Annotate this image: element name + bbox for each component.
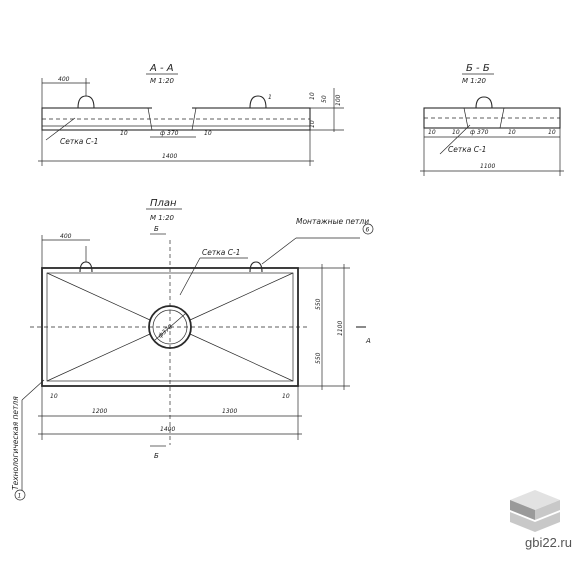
section-aa-mesh-label: Сетка С-1 (60, 137, 98, 146)
section-bb-dim-hole: ф 370 (470, 129, 489, 136)
section-aa-hole-edge-right (191, 107, 197, 131)
plan-hole-inner (152, 309, 188, 345)
section-aa-dim-10-a: 10 (120, 130, 128, 137)
section-aa-mark-1: 1 (268, 94, 272, 101)
plan-dim-1200: 1200 (92, 408, 107, 415)
watermark-site-url: gbi22.ru (525, 535, 572, 550)
section-aa-hole-edge-left (147, 107, 153, 131)
section-bb: Б - Б М 1:20 10 10 ф 370 10 10 Сетка С-1… (420, 63, 564, 176)
logo-layer-bottom (510, 512, 560, 532)
plan-loops-label: Монтажные петли (296, 217, 369, 226)
section-aa-mesh-leader (45, 117, 76, 141)
side-note-callout-circle (14, 489, 26, 501)
plan-diagonal-2 (46, 333, 151, 382)
section-bb-dim-10-b: 10 (452, 129, 460, 136)
section-aa-dim-100: 100 (335, 94, 342, 106)
plan-dim-1400: 1400 (160, 426, 175, 433)
plan-dim-10-right: 10 (282, 393, 290, 400)
plan-cut-a: А (365, 337, 371, 345)
section-bb-dim-10-c: 10 (508, 129, 516, 136)
plan-loops-leader (261, 237, 297, 265)
plan-dim-1300: 1300 (222, 408, 237, 415)
plan-loops-callout-circle (362, 223, 374, 235)
section-aa-dim-1400: 1400 (162, 153, 177, 160)
section-bb-mesh-leader (439, 124, 471, 155)
plan-dim-550-top: 550 (315, 298, 322, 310)
section-aa-dim-10-c: 10 (309, 92, 316, 100)
plan-cut-b-top: Б (154, 225, 159, 233)
plan-dim-1100: 1100 (337, 321, 344, 336)
side-note-leader (21, 379, 45, 401)
section-bb-title: Б - Б (466, 63, 490, 74)
section-bb-dim-1100: 1100 (480, 163, 495, 170)
plan-dim-550-bottom: 550 (315, 352, 322, 364)
section-bb-dim-10-a: 10 (428, 129, 436, 136)
section-bb-lifting-loop (475, 96, 493, 109)
section-aa: А - А М 1:20 1 400 ф 370 10 10 Сетка С-1… (38, 63, 344, 166)
section-aa-hole-gap (152, 106, 192, 110)
plan-mesh-label: Сетка С-1 (202, 248, 240, 257)
plan-lifting-loop-right (249, 261, 263, 273)
plan-diagonal-1 (46, 272, 151, 321)
section-aa-title: А - А (149, 63, 174, 74)
section-aa-dim-10-b: 10 (204, 130, 212, 137)
plan-view: План М 1:20 Б ф370 400 Сетка С-1 (30, 198, 374, 460)
side-note-text: Технологическая петля (11, 396, 20, 490)
plan-diagonal-3 (189, 272, 294, 321)
plan-title: План (150, 198, 177, 209)
section-bb-hole-edge-right (499, 107, 505, 129)
section-bb-scale: М 1:20 (462, 77, 487, 85)
section-aa-lifting-loop-left (77, 95, 95, 109)
plan-scale: М 1:20 (150, 214, 175, 222)
plan-cut-b-bottom: Б (154, 452, 159, 460)
section-aa-scale: М 1:20 (150, 77, 175, 85)
plan-hole-outer (148, 305, 192, 349)
section-bb-mesh-label: Сетка С-1 (448, 145, 486, 154)
plan-lifting-loop-left (79, 261, 93, 273)
section-aa-dim-10-d: 10 (309, 120, 316, 128)
section-bb-dim-10-d: 10 (548, 129, 556, 136)
logo-layer-left (510, 500, 535, 520)
watermark-logo (510, 490, 560, 532)
section-aa-dim-400: 400 (58, 76, 70, 83)
plan-hole-diameter (154, 313, 186, 341)
plan-mesh-leader (179, 257, 201, 296)
section-aa-dim-50: 50 (321, 95, 328, 103)
side-note-callout: 1 (18, 493, 22, 500)
side-note: Технологическая петля 1 (11, 379, 45, 501)
plan-dim-400: 400 (60, 233, 72, 240)
plan-loops-callout: 6 (366, 227, 370, 234)
section-aa-lifting-loop-right (249, 95, 267, 109)
section-bb-hole-edge-left (463, 107, 469, 129)
logo-layer-right (535, 500, 560, 520)
plan-dim-10-left: 10 (50, 393, 58, 400)
section-aa-dim-hole: ф 370 (160, 130, 179, 137)
plan-diagonal-4 (189, 333, 294, 382)
